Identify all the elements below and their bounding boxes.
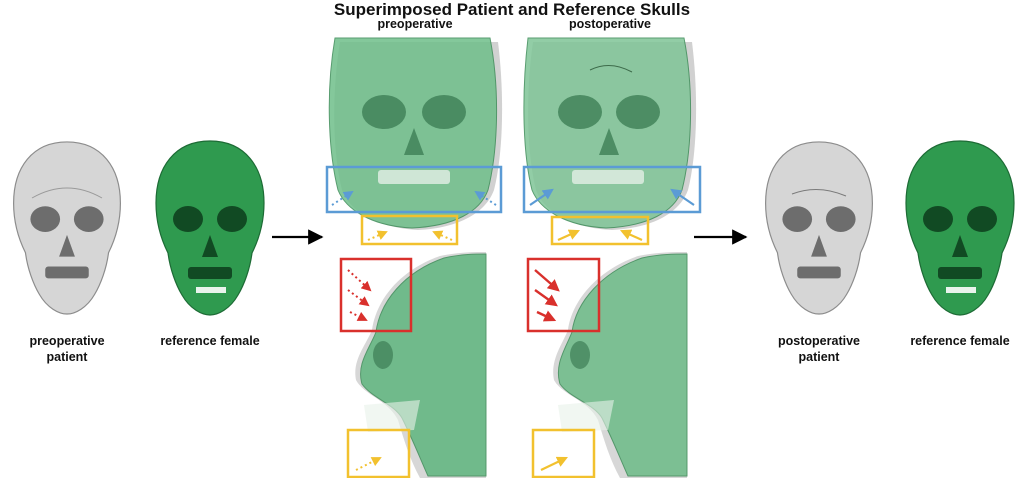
preop-frontal-yellow-arrows: [367, 230, 453, 241]
postoperative-frontal-overlay: [523, 37, 697, 230]
preop-lateral-red-box: [339, 257, 413, 333]
reference-female-skull-left: [155, 140, 265, 316]
figure-title: Superimposed Patient and Reference Skull…: [333, 0, 691, 19]
preop-lateral-yellow-box: [346, 428, 411, 479]
caption-postoperative-patient-line2: patient: [798, 350, 840, 364]
postoperative-lateral-overlay: [525, 252, 688, 478]
preop-frontal-blue-arrows: [331, 190, 497, 206]
preoperative-patient-skull: [12, 141, 122, 315]
caption-preoperative-patient-line1: preoperative: [29, 334, 105, 348]
preop-lateral-red-arrows: [347, 269, 372, 321]
caption-reference-female-right: reference female: [910, 334, 1010, 348]
preoperative-lateral-overlay: [340, 252, 487, 478]
postoperative-patient-skull: [764, 141, 874, 315]
caption-preoperative-patient-line2: patient: [46, 350, 88, 364]
postop-lateral-red-arrows: [534, 269, 560, 322]
postop-frontal-yellow-box: [550, 215, 650, 246]
column-label-preoperative: preoperative: [377, 17, 453, 31]
caption-reference-female-left: reference female: [160, 334, 260, 348]
postop-lateral-red-box: [526, 257, 601, 333]
postop-frontal-blue-arrows: [529, 188, 695, 206]
preop-frontal-blue-box: [325, 165, 503, 214]
postop-frontal-yellow-arrows: [557, 229, 643, 242]
preoperative-frontal-overlay: [328, 37, 503, 230]
preop-frontal-yellow-box: [360, 214, 459, 246]
caption-postoperative-patient-line1: postoperative: [778, 334, 860, 348]
postop-lateral-yellow-arrow: [540, 456, 568, 471]
reference-female-skull-right: [905, 140, 1015, 316]
postop-lateral-yellow-box: [531, 428, 596, 479]
column-label-postoperative: postoperative: [569, 17, 651, 31]
postop-frontal-blue-box: [522, 165, 702, 214]
